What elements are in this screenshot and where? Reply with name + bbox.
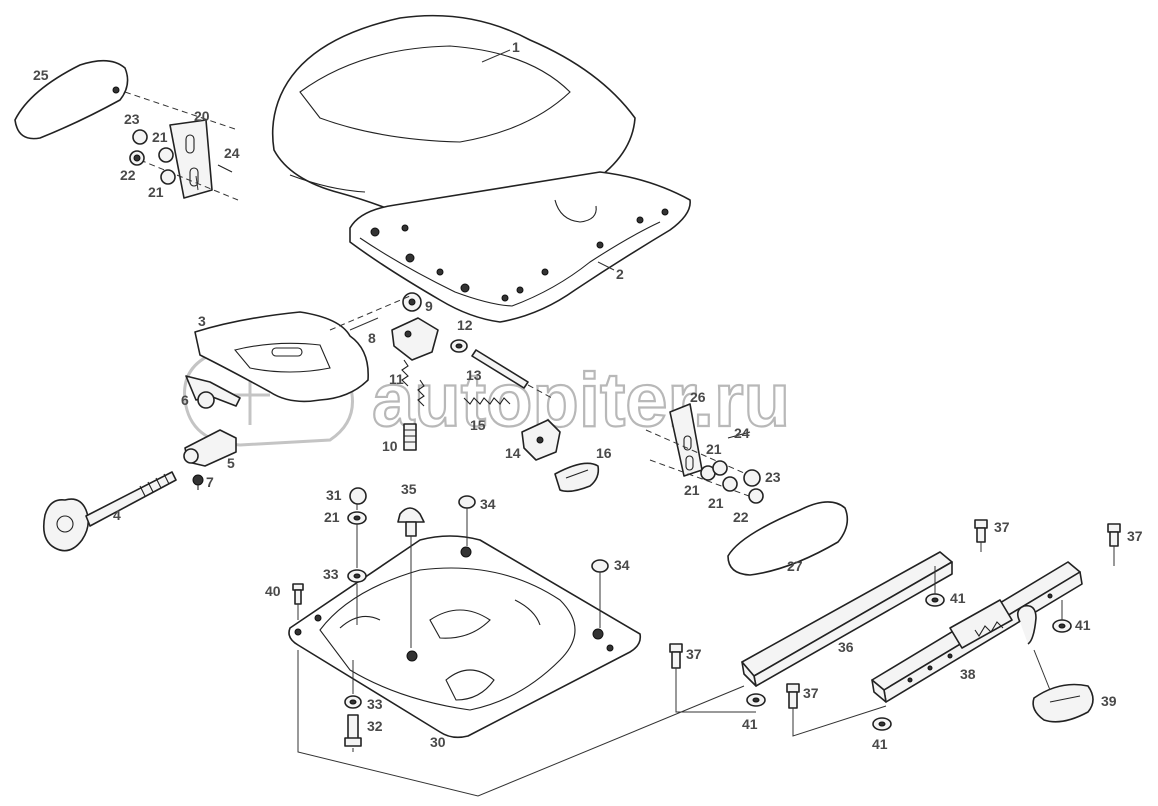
- callout-33-b: 33: [367, 696, 383, 712]
- callout-24-a: 24: [224, 145, 240, 161]
- callout-5: 5: [227, 455, 235, 471]
- callout-15: 15: [470, 417, 486, 433]
- callout-37-c: 37: [686, 646, 702, 662]
- callout-33-a: 33: [323, 566, 339, 582]
- callout-36: 36: [838, 639, 854, 655]
- part-41-washer-a: [925, 593, 945, 607]
- part-11-spring: [401, 359, 425, 407]
- callout-10: 10: [382, 438, 398, 454]
- callout-14: 14: [505, 445, 521, 461]
- part-15-spring: [463, 397, 511, 405]
- callout-3: 3: [198, 313, 206, 329]
- part-20-bracket-left: [129, 119, 239, 201]
- watermark: autopiter.ru: [183, 344, 791, 447]
- watermark-text: autopiter.ru: [372, 358, 790, 443]
- part-25-armrest-left: [14, 59, 239, 140]
- part-6-latch-lever: [185, 375, 241, 409]
- part-21-washer: [347, 511, 367, 525]
- part-41-washer-b: [1052, 619, 1072, 633]
- callout-22-a: 22: [120, 167, 136, 183]
- assembly-lines: [297, 542, 1115, 797]
- part-40-bolt: [292, 583, 304, 620]
- callout-32: 32: [367, 718, 383, 734]
- callout-25: 25: [33, 67, 49, 83]
- callout-16: 16: [596, 445, 612, 461]
- callout-41-d: 41: [872, 736, 888, 752]
- callout-26: 26: [690, 389, 706, 405]
- callout-40: 40: [265, 583, 281, 599]
- callout-21-b: 21: [148, 184, 164, 200]
- callout-8: 8: [368, 330, 376, 346]
- callout-41-c: 41: [742, 716, 758, 732]
- callout-21-f: 21: [324, 509, 340, 525]
- callout-22-b: 22: [733, 509, 749, 525]
- part-30-base-plate: [288, 535, 642, 739]
- part-34-cap-lower: [591, 559, 609, 628]
- callout-6: 6: [181, 392, 189, 408]
- part-38-slide-rail-right: [871, 561, 1083, 703]
- callout-21-d: 21: [684, 482, 700, 498]
- callout-27: 27: [787, 558, 803, 574]
- part-10-bolt: [403, 423, 417, 451]
- part-14-lever-bracket: [521, 419, 561, 461]
- part-31-nut: [349, 487, 367, 505]
- callout-34-b: 34: [614, 557, 630, 573]
- callout-37-a: 37: [994, 519, 1010, 535]
- part-35-stud: [397, 507, 425, 648]
- part-32-bolt: [344, 714, 362, 747]
- leader-lines: [195, 49, 615, 271]
- callout-37-d: 37: [803, 685, 819, 701]
- part-34-cap-upper: [458, 495, 476, 546]
- part-13-rod: [471, 349, 553, 399]
- callout-23-b: 23: [765, 469, 781, 485]
- callout-21-c: 21: [706, 441, 722, 457]
- part-27-armrest-right: [727, 501, 849, 576]
- callout-7: 7: [206, 474, 214, 490]
- part-9-nut: [402, 292, 422, 312]
- callout-31: 31: [326, 487, 342, 503]
- part-8-pivot-bracket: [391, 317, 439, 361]
- callout-4: 4: [113, 507, 121, 523]
- part-3-swivel-plate: [194, 311, 379, 403]
- callout-9: 9: [425, 298, 433, 314]
- callout-39: 39: [1101, 693, 1117, 709]
- part-5-latch-housing: [183, 429, 237, 467]
- callouts: 1 2 3 4 5 6 7 8 9 10 11 12 13 14 15 16 2…: [33, 39, 1143, 752]
- callout-23-a: 23: [124, 111, 140, 127]
- callout-41-b: 41: [1075, 617, 1091, 633]
- part-16-handle: [554, 462, 600, 493]
- part-37-bolt-a: [974, 519, 988, 543]
- callout-38: 38: [960, 666, 976, 682]
- part-33-washer-upper: [347, 569, 367, 583]
- callout-21-a: 21: [152, 129, 168, 145]
- callout-20: 20: [194, 108, 210, 124]
- part-12-washer: [450, 339, 468, 353]
- callout-37-b: 37: [1127, 528, 1143, 544]
- callout-12: 12: [457, 317, 473, 333]
- part-36-slide-rail-left: [741, 551, 953, 687]
- part-39-rail-handle: [1032, 649, 1094, 723]
- part-26-bracket-right: [645, 403, 764, 504]
- callout-30: 30: [430, 734, 446, 750]
- callout-21-e: 21: [708, 495, 724, 511]
- callout-35: 35: [401, 481, 417, 497]
- callout-24-b: 24: [734, 425, 750, 441]
- callout-34-a: 34: [480, 496, 496, 512]
- part-4-adjustment-knob: [42, 471, 177, 552]
- part-33-washer-lower: [344, 695, 362, 709]
- callout-2: 2: [616, 266, 624, 282]
- part-2-seat-pan: [349, 171, 691, 323]
- part-37-bolt-c: [669, 643, 683, 669]
- part-37-bolt-b: [1107, 523, 1121, 547]
- part-41-washer-c: [746, 693, 766, 707]
- part-37-bolt-d: [786, 683, 800, 709]
- part-41-washer-d: [872, 717, 892, 731]
- callout-41-a: 41: [950, 590, 966, 606]
- callout-1: 1: [512, 39, 520, 55]
- callout-13: 13: [466, 367, 482, 383]
- callout-11: 11: [389, 371, 404, 387]
- part-7-screw: [192, 474, 204, 490]
- seat-pan-wiring-icon: [554, 199, 597, 223]
